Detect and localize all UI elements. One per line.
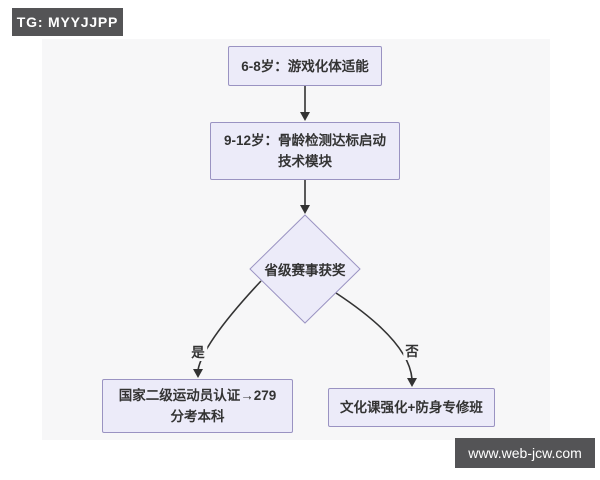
decision-diamond-shape [249,214,361,324]
node-label: 分考本科 [170,409,225,424]
flowchart-node-no-outcome: 文化课强化+防身专修班 [328,388,495,427]
arrowhead-icon [300,112,310,121]
website-watermark: www.web-jcw.com [455,438,595,468]
flowchart-node-yes-outcome: 国家二级运动员认证→279 分考本科 [102,379,293,433]
telegram-badge: TG: MYYJJPP [12,8,123,36]
edge-label-yes: 是 [189,341,207,361]
edge-line-decision-yes [197,280,262,371]
flowchart-node-decision-label: 省级赛事获奖 [264,263,346,278]
node-label: 文化课强化+防身专修班 [340,400,483,415]
edge-label-no: 否 [403,340,421,360]
arrowhead-icon [193,369,203,378]
node-label: 6-8岁：游戏化体适能 [241,58,369,74]
edge-line-decision-no [335,292,413,380]
arrowhead-icon [407,378,417,387]
node-label: 技术模块 [278,154,332,169]
flowchart-node-age-9-12: 9-12岁：骨龄检测达标启动 技术模块 [210,122,400,180]
node-label: 国家二级运动员认证→279 [118,388,277,403]
node-label: 9-12岁：骨龄检测达标启动 [223,133,387,148]
arrowhead-icon [300,205,310,214]
flowchart-node-age-6-8: 6-8岁：游戏化体适能 [228,46,382,86]
